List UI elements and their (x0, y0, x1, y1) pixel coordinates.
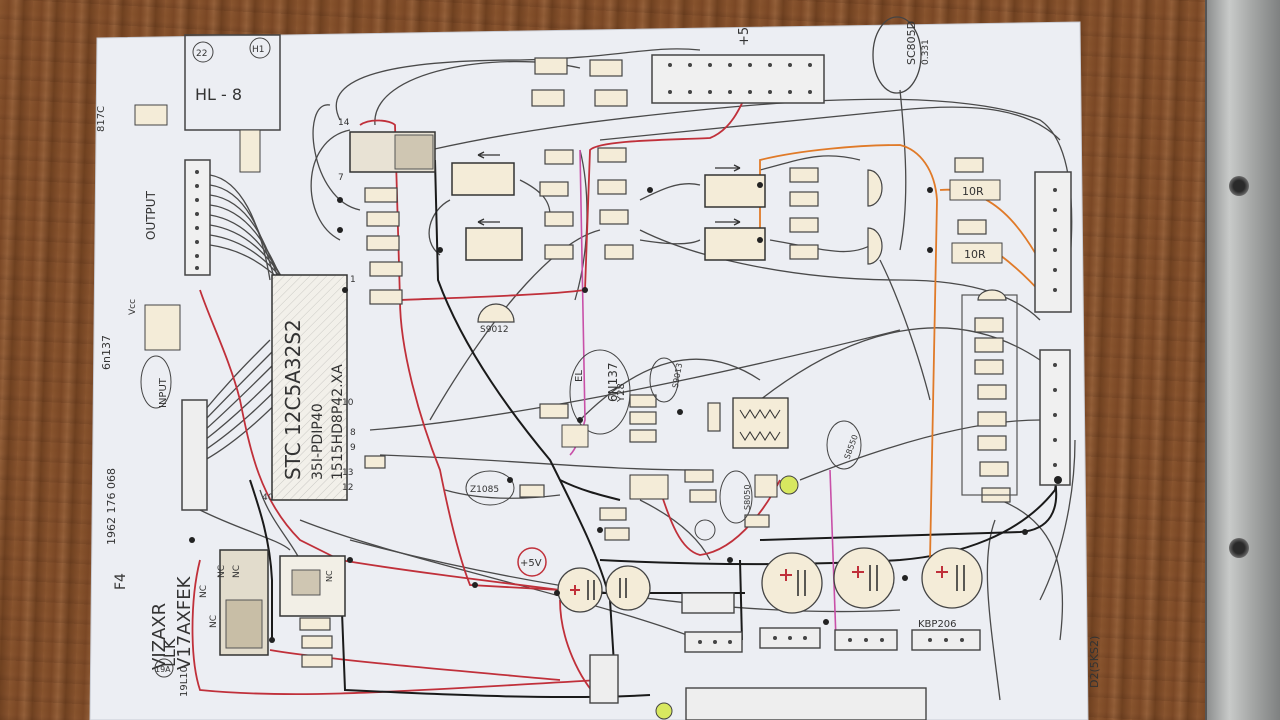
code-19a-label: 19A (155, 665, 171, 674)
bottom-left-notes: VIZAXR V17AXFEK LLK F4 19L10 19A (113, 573, 195, 697)
res-10r-a-label: 10R (962, 185, 984, 198)
opto-817c: 817C (96, 104, 168, 132)
nc-label-3: NC (217, 565, 227, 578)
opto-couplers (451, 162, 766, 261)
nc-label-1: NC (209, 615, 219, 628)
pin-7: 7 (338, 173, 344, 183)
output-header: OUTPUT (144, 159, 211, 276)
chip-pin-40: 40 (262, 493, 274, 503)
res-10r-b-label: 10R (964, 248, 986, 261)
chip-pin-10: 10 (342, 398, 354, 408)
chip-pin-9: 9 (350, 443, 356, 453)
chip-pin-12: 12 (342, 483, 353, 493)
res-10r-group: 10R 10R (949, 179, 1003, 264)
f4-label: F4 (113, 573, 129, 590)
s8050-area: S8050 (629, 470, 799, 541)
capacitor-polarity-marks (570, 566, 948, 595)
hl8-module: 22 H1 HL - 8 (184, 34, 281, 131)
resistors (299, 57, 1011, 668)
sc805d-sub-label: 0.331 (921, 39, 931, 65)
paper-sheet (89, 21, 1089, 720)
sc805d-label: SC805D (905, 21, 918, 65)
capacitor-plates (587, 565, 965, 600)
llk-label: LLK (160, 638, 179, 667)
s9013-label: S9013 (671, 362, 684, 389)
code-19l10-label: 19L10 (179, 666, 190, 697)
z1085-label: Z1085 (470, 485, 499, 495)
opto-817c-label: 817C (96, 106, 107, 132)
led-bottom (655, 702, 673, 720)
z1085-regulator: Z1085 (465, 470, 515, 506)
opto-6n137-left-label: 6n137 (100, 335, 113, 370)
chip-pin-1: 1 (350, 275, 356, 285)
opto-6n137-mid-sub-label: Y28 (616, 383, 627, 403)
pin-14: 14 (338, 118, 350, 128)
v17axfek-label: V17AXFEK (174, 575, 195, 670)
chip-pin-8: 8 (350, 428, 356, 438)
s9012-label: S9012 (480, 325, 509, 335)
vcc-label: Vcc (128, 299, 138, 315)
opto-6n137-left: 6n137 Vcc INPUT (100, 299, 181, 409)
nc-label-5: NC (325, 570, 334, 582)
kbp206-label: KBP206 (918, 619, 957, 630)
vizaxr-label: VIZAXR (149, 603, 170, 670)
electrolytic-capacitors (557, 547, 983, 614)
opto-arrows (477, 151, 741, 226)
rail-hole-bottom (1229, 538, 1249, 558)
red-wires (191, 84, 781, 701)
nc-label-4: NC (232, 565, 242, 578)
mcu-chip: STC 12C5A32S2 35I-PDIP40 1515HD8P42.XA 4… (262, 274, 356, 503)
rail-hole-top (1229, 176, 1249, 196)
input-label: INPUT (158, 377, 169, 408)
bottom-left-relay: NC NC NC NC NC (199, 549, 346, 656)
plus5-mid-label: +5V (520, 558, 542, 569)
junction-dots (189, 182, 1062, 643)
middle-coil-block (732, 397, 789, 449)
plus5-mid-marker: +5V (517, 547, 547, 577)
right-header-top (1034, 171, 1072, 313)
nc-label-2: NC (199, 585, 209, 598)
el-label: EL (574, 370, 585, 382)
hl-relay-chip: 14 7 (338, 118, 436, 183)
bottom-right-label: D2(5KS2) (1088, 636, 1101, 688)
hl-box-label-b: H1 (252, 45, 265, 55)
date-left-label: 1962 176 068 (105, 468, 118, 545)
metal-rail (1205, 0, 1280, 720)
plus5-top-label: +5 (737, 27, 752, 46)
hl-box-text: HL - 8 (195, 85, 242, 104)
s9013-transistor: S9013 (649, 357, 684, 403)
opto-6n137-mid-label: 6N137 (606, 362, 620, 402)
right-header-mid (1039, 349, 1071, 486)
bottom-pins (698, 636, 964, 644)
transistors (477, 169, 1007, 323)
chip-line-1: STC 12C5A32S2 (281, 319, 305, 480)
top-small-connector (239, 129, 261, 173)
plus5-header: +5 (651, 27, 825, 104)
opto-6n137-mid: 6N137 Y28 EL (561, 349, 631, 448)
output-label: OUTPUT (144, 190, 158, 240)
left-connector (181, 399, 208, 511)
s8050-label: S8050 (743, 485, 752, 510)
hl-box-label-a: 22 (196, 49, 207, 59)
chip-pin-13: 13 (342, 468, 353, 478)
sc805d-regulator: SC805D 0.331 (872, 16, 931, 94)
chip-line-3: 1515HD8P42.XA (330, 364, 346, 480)
chip-line-2: 35I-PDIP40 (310, 403, 326, 480)
